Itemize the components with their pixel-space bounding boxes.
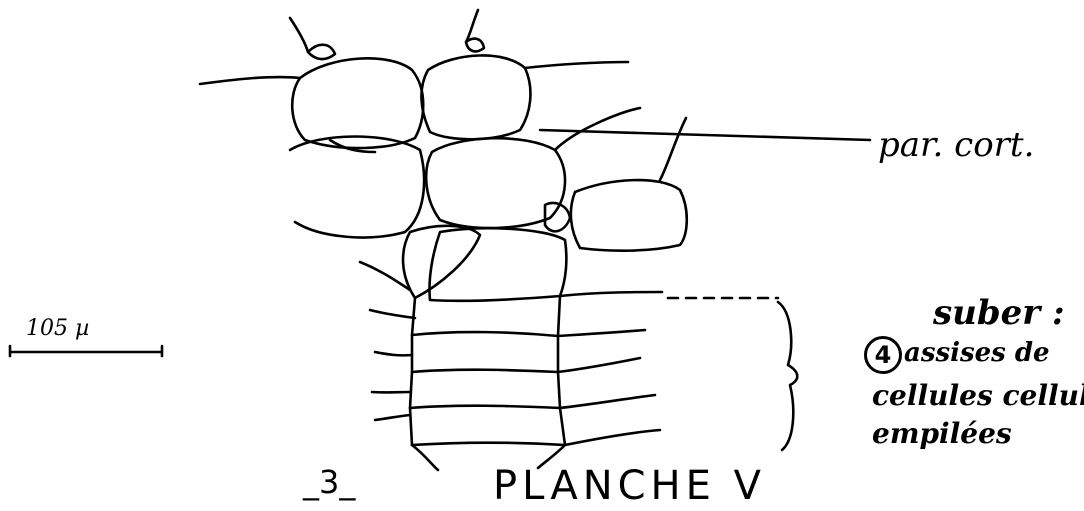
suber-description-line-3: empilées — [872, 420, 1012, 448]
cortical-cell — [429, 228, 566, 301]
suber-wall — [558, 330, 645, 336]
suber-description-line-1: assises de — [904, 340, 1050, 366]
cortical-cell — [571, 180, 687, 251]
cell-wall — [200, 77, 300, 84]
cell-wall — [555, 108, 640, 150]
suber-wall — [412, 443, 565, 445]
suber-wall — [558, 358, 640, 372]
suber-wall — [560, 292, 662, 296]
intercellular-cell — [308, 45, 335, 59]
cell-wall — [290, 18, 308, 52]
suber-wall — [412, 445, 438, 470]
suber-wall — [410, 406, 560, 408]
suber-bracket — [778, 302, 797, 450]
suber-wall — [560, 395, 655, 408]
scale-bar — [10, 346, 162, 356]
cortical-cell — [292, 58, 423, 148]
cell-wall — [660, 118, 686, 180]
suber-wall — [370, 310, 415, 318]
suber-wall — [565, 430, 660, 445]
cell-wall — [466, 10, 478, 42]
suber-wall — [375, 415, 410, 420]
suber-wall — [412, 370, 558, 372]
layer-count-badge: 4 — [864, 336, 902, 374]
intercellular-cell — [466, 39, 484, 52]
suber-wall — [375, 352, 412, 355]
suber-wall — [412, 332, 558, 336]
cell-wall — [525, 62, 628, 68]
cortical-cell — [421, 55, 530, 139]
cortical-cell — [403, 226, 480, 298]
plate-title: PLANCHE V — [493, 466, 766, 506]
figure-number: _3_ — [303, 466, 355, 498]
scale-label: 105 µ — [26, 318, 89, 340]
parenchyma-leader-line — [540, 130, 870, 140]
suber-title-label: suber : — [933, 296, 1065, 330]
suber-description-line-2: cellules cellul. — [872, 382, 1084, 410]
parenchyma-label: par. cort. — [878, 128, 1034, 162]
